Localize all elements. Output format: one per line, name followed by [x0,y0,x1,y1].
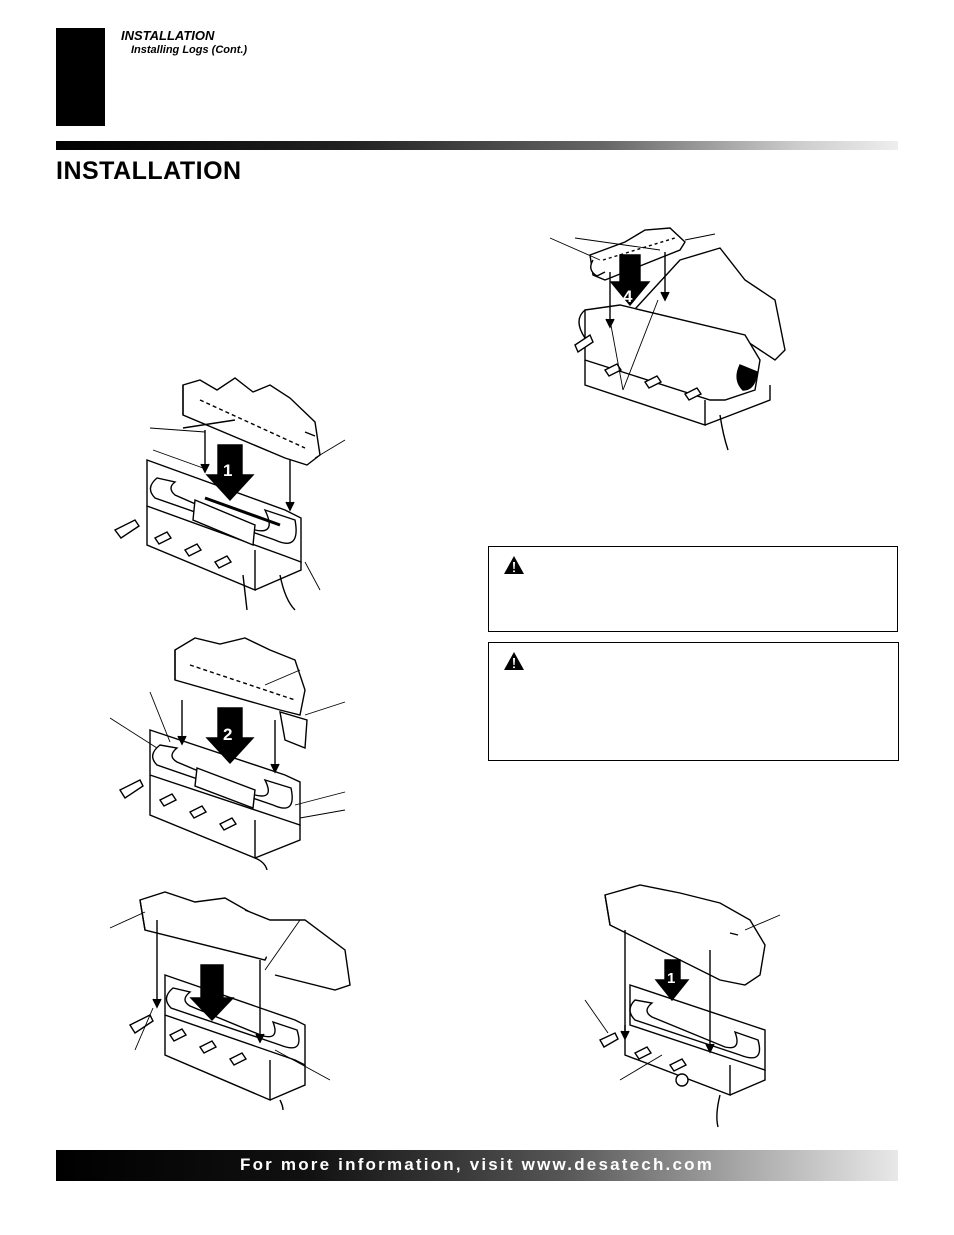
step-1-number: 1 [223,461,232,480]
footer-bar: For more information, visit www.desatech… [56,1150,898,1181]
header-section-title: INSTALLATION [121,28,215,43]
warning-box-1 [488,546,898,632]
page-title: INSTALLATION [56,157,242,185]
footer-website-text: For more information, visit www.desatech… [239,1155,715,1174]
step-2-number: 2 [223,725,232,744]
figure-alt-step-1: 1 [584,884,781,1128]
figure-step-1: 1 [113,377,346,611]
header-rule [56,141,898,150]
step-4-number: 4 [623,287,633,306]
warning-box-2 [488,642,899,761]
page-corner-tab [56,28,105,126]
alt-step-1-number: 1 [667,970,675,987]
header-subsection-title: Installing Logs (Cont.) [131,44,248,56]
warning-triangle-icon [504,556,524,574]
figure-step-3 [109,891,351,1110]
warning-triangle-icon [504,652,524,670]
figure-step-2: 2 [109,637,346,870]
figure-step-4: 4 [549,227,786,451]
